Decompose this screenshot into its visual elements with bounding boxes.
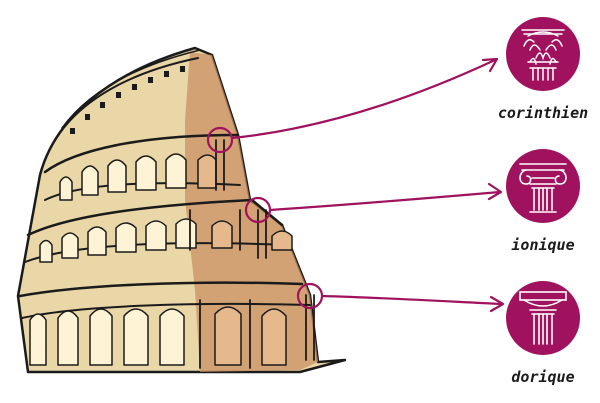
label-corinthian: corinthien [497,104,589,122]
arrow-corinthian [230,58,497,140]
middle-arches [39,218,293,263]
pointer-lines [206,57,505,313]
upper-arches [59,153,217,201]
colosseum-shadow [185,52,318,372]
colosseum-illustration [16,46,347,374]
arrow-ionic [268,190,502,212]
highlight-circle-corinthian [206,126,234,154]
arrow-doric [320,294,504,306]
doric-capital-icon [506,281,580,355]
ground-arches [29,306,287,366]
label-ionic: ionique [511,236,575,254]
label-doric: dorique [511,368,575,386]
corinthian-capital-icon [506,17,580,91]
attic-windows [70,66,185,134]
ionic-capital-icon [506,149,580,223]
